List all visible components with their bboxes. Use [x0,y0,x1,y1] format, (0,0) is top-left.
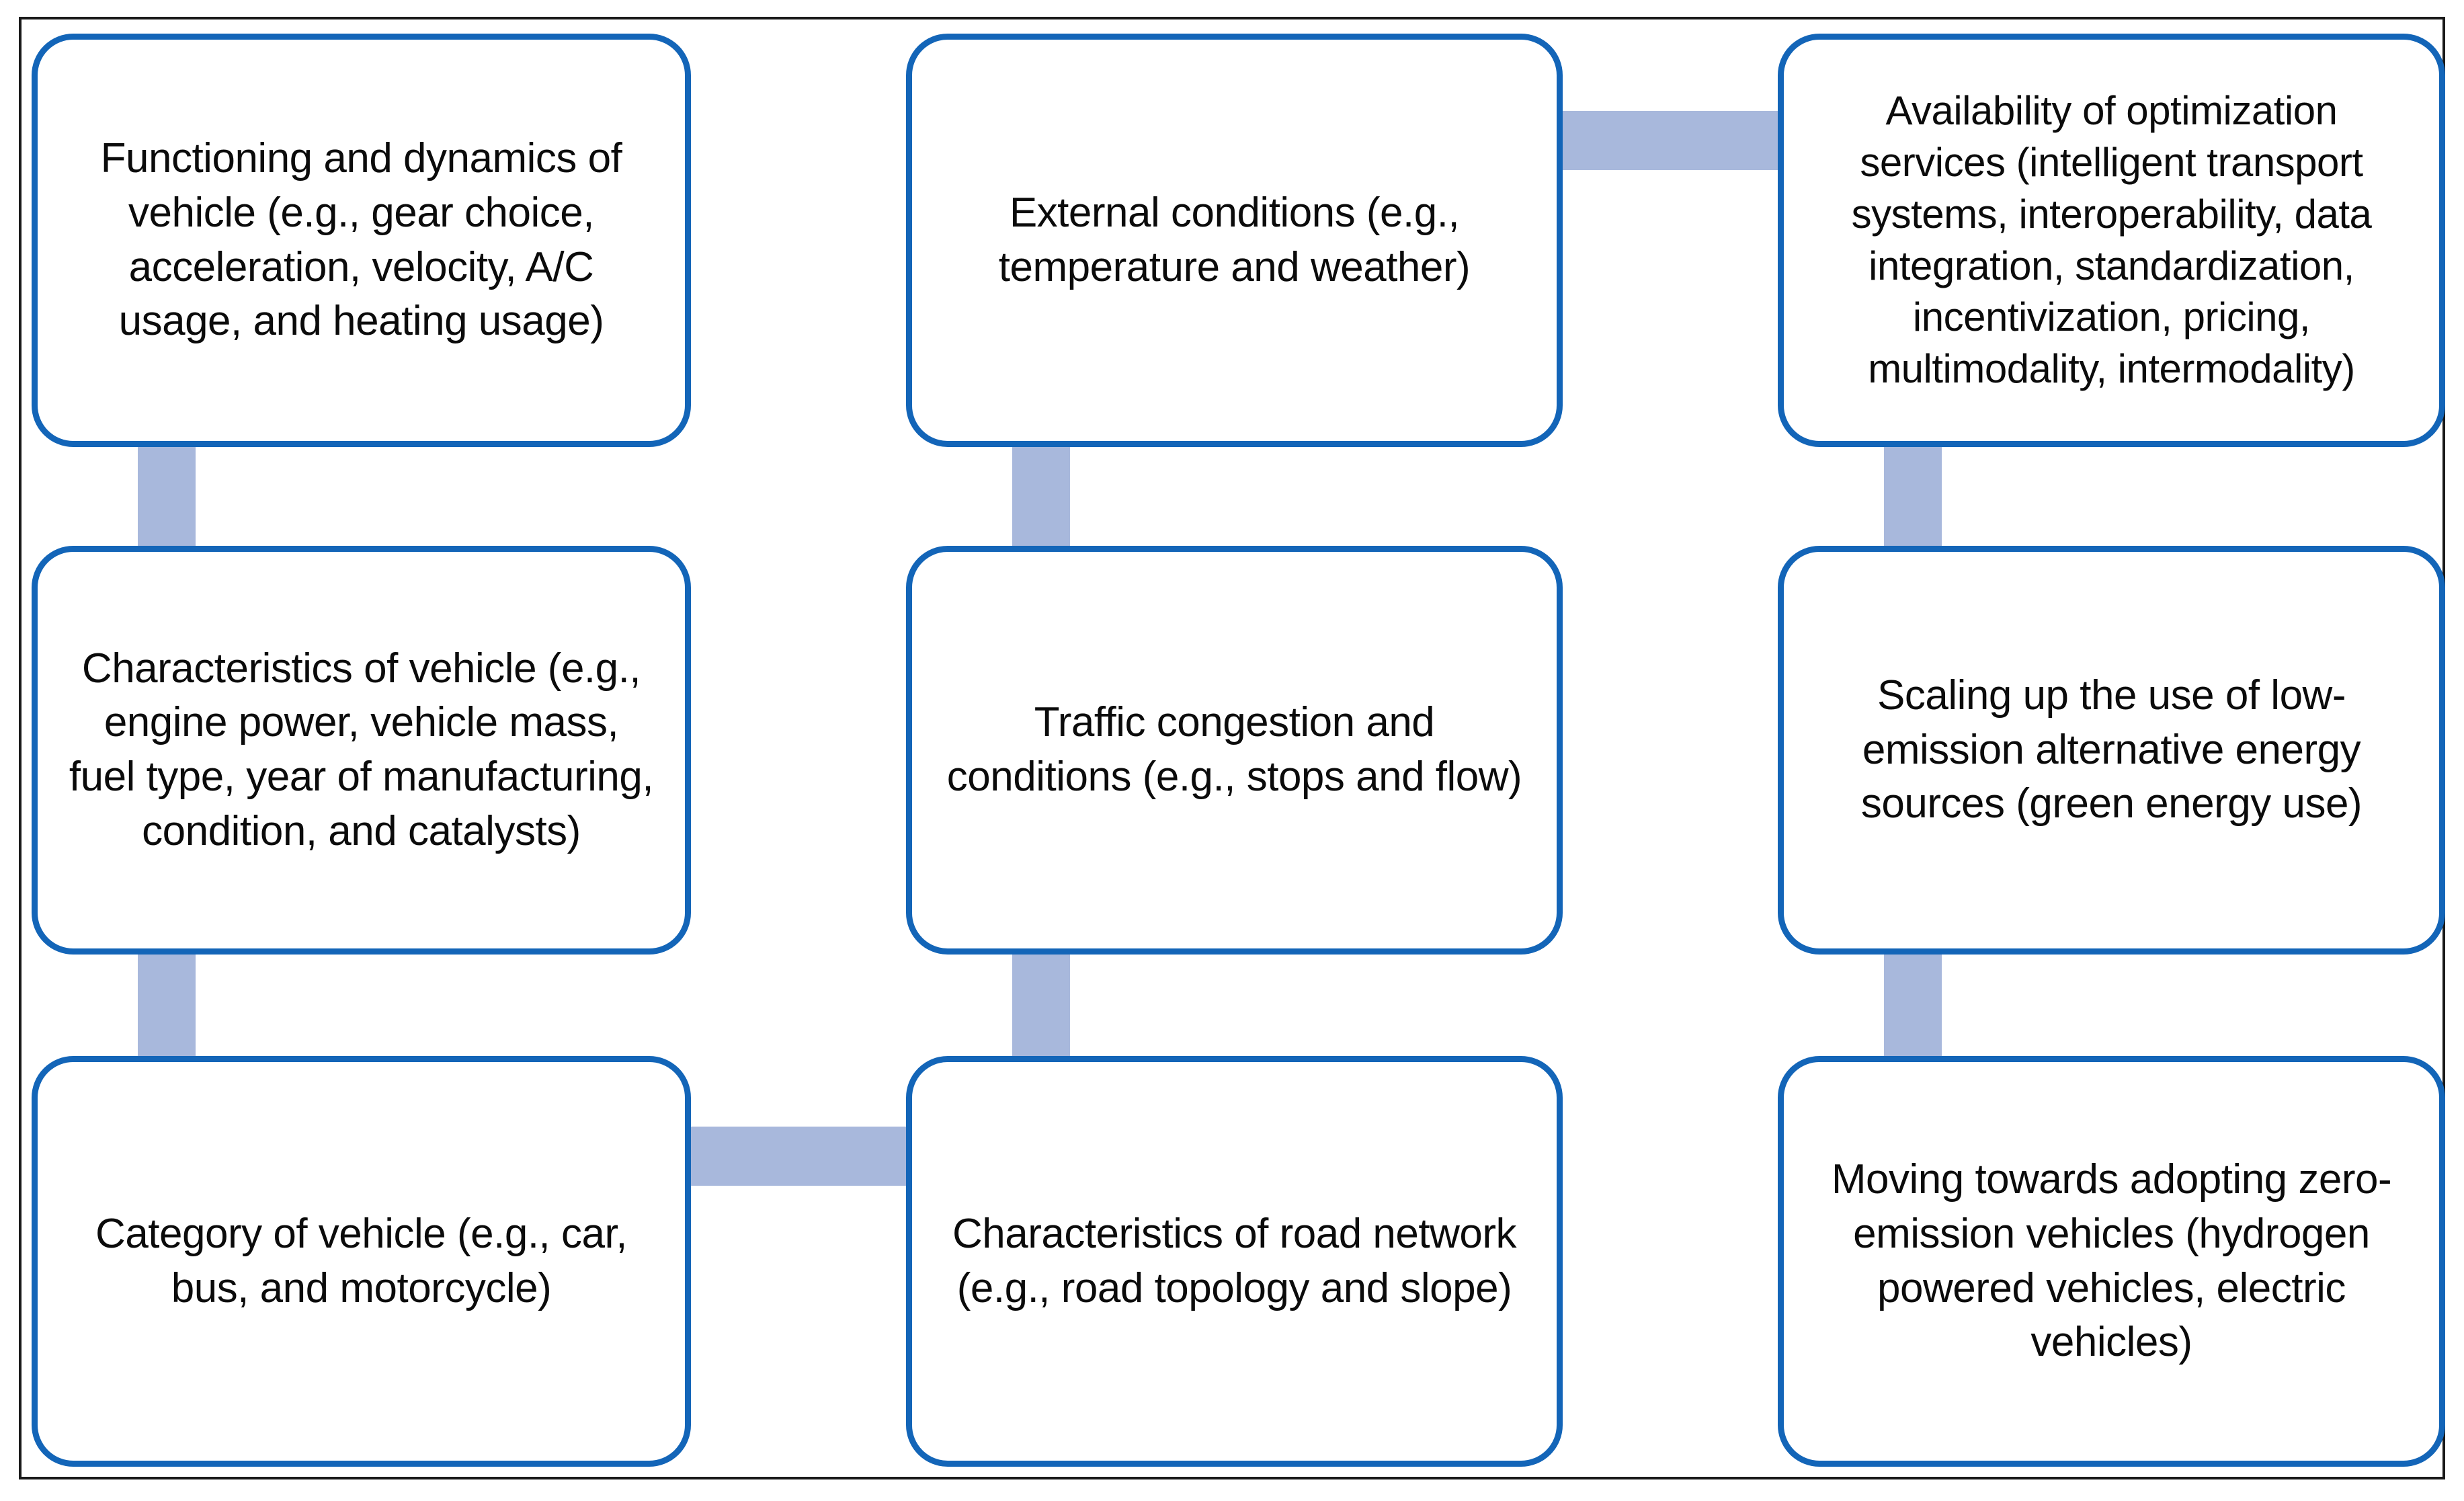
node-label: Category of vehicle (e.g., car, bus, and… [95,1210,627,1311]
connector-c3r1-c3r2 [1884,444,1942,549]
node-characteristics-of-road-network[interactable]: Characteristics of road network (e.g., r… [906,1056,1563,1467]
connector-c1r1-c1r2 [138,444,196,549]
node-characteristics-of-vehicle[interactable]: Characteristics of vehicle (e.g., engine… [32,546,691,955]
node-label: Characteristics of road network (e.g., r… [952,1210,1517,1311]
node-functioning-and-dynamics-of-vehicle[interactable]: Functioning and dynamics of vehicle (e.g… [32,34,691,447]
node-label: Availability of optimization services (i… [1851,88,2372,392]
node-label: Moving towards adopting zero-emission ve… [1831,1156,2392,1366]
node-scaling-up-low-emission-energy[interactable]: Scaling up the use of low-emission alter… [1778,546,2445,955]
connector-c3r2-c3r3 [1884,951,1942,1059]
node-external-conditions[interactable]: External conditions (e.g., temperature a… [906,34,1563,447]
node-traffic-congestion-and-conditions[interactable]: Traffic congestion and conditions (e.g.,… [906,546,1563,955]
node-label: Scaling up the use of low-emission alter… [1860,672,2363,827]
node-label: Functioning and dynamics of vehicle (e.g… [100,135,622,345]
node-category-of-vehicle[interactable]: Category of vehicle (e.g., car, bus, and… [32,1056,691,1467]
node-moving-towards-zero-emission-vehicles[interactable]: Moving towards adopting zero-emission ve… [1778,1056,2445,1467]
connector-c2r2-c2r3 [1012,951,1070,1059]
connector-c2r1-c2r2 [1012,444,1070,549]
connector-c1r3-c2r3 [688,1127,909,1186]
connector-c2r1-c3r1 [1559,111,1781,170]
node-label: Characteristics of vehicle (e.g., engine… [69,645,654,854]
connector-c1r2-c1r3 [138,951,196,1059]
node-availability-of-optimization-services[interactable]: Availability of optimization services (i… [1778,34,2445,447]
node-label: Traffic congestion and conditions (e.g.,… [946,699,1522,800]
node-label: External conditions (e.g., temperature a… [998,189,1471,290]
